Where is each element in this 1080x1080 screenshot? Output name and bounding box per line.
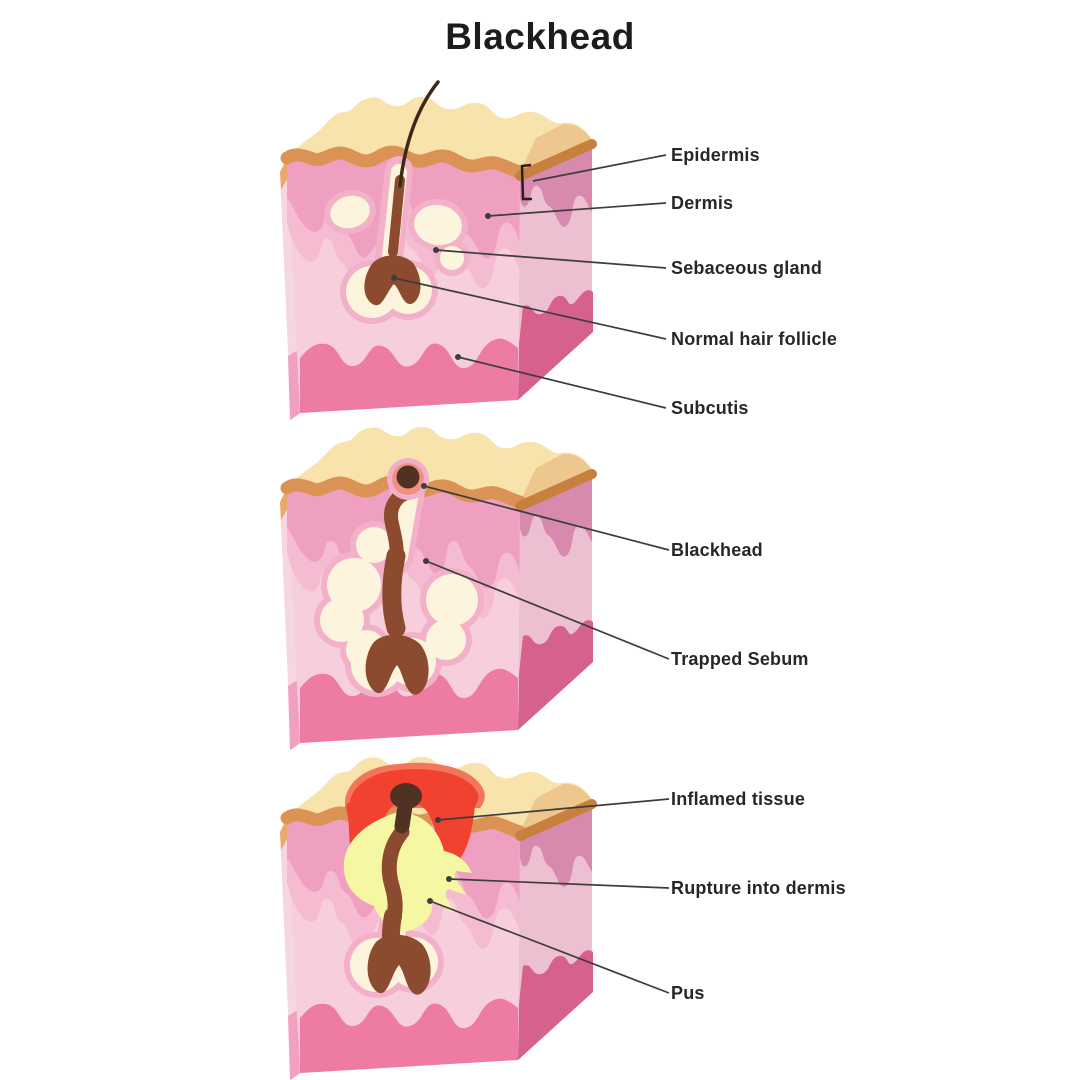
- leader-dots: [391, 213, 491, 904]
- leader-rupture: [448, 878, 670, 889]
- label-pus: Pus: [671, 983, 705, 1003]
- leader-dermis: [487, 202, 667, 217]
- label-normal-hair-follicle: Normal hair follicle: [671, 329, 838, 349]
- blackhead-art: [314, 458, 484, 697]
- leader-trapped-sebum: [425, 560, 670, 660]
- epidermis-bracket: [520, 163, 532, 201]
- blackhead-plug: [390, 783, 422, 809]
- leader-hair-follicle: [393, 277, 667, 340]
- leader-inflamed-tissue: [437, 798, 670, 821]
- hair-shaft: [398, 80, 440, 188]
- leader-pus: [429, 900, 670, 994]
- label-rupture-into-dermis: Rupture into dermis: [671, 878, 846, 898]
- label-blackhead: Blackhead: [671, 540, 763, 560]
- leader-epidermis: [532, 154, 667, 182]
- leader-lines: [393, 154, 670, 994]
- leader-blackhead: [423, 485, 670, 551]
- page-title: Blackhead: [445, 16, 635, 57]
- inflamed-art: [343, 762, 485, 998]
- label-subcutis: Subcutis: [671, 398, 749, 418]
- leader-subcutis: [457, 356, 667, 409]
- label-dermis: Dermis: [671, 193, 734, 213]
- leader-sebaceous-gland: [435, 249, 667, 269]
- blackhead-plug: [396, 465, 420, 489]
- label-epidermis: Epidermis: [671, 145, 760, 165]
- label-sebaceous-gland: Sebaceous gland: [671, 258, 823, 278]
- label-inflamed-tissue: Inflamed tissue: [671, 789, 806, 809]
- label-trapped-sebum: Trapped Sebum: [671, 649, 809, 669]
